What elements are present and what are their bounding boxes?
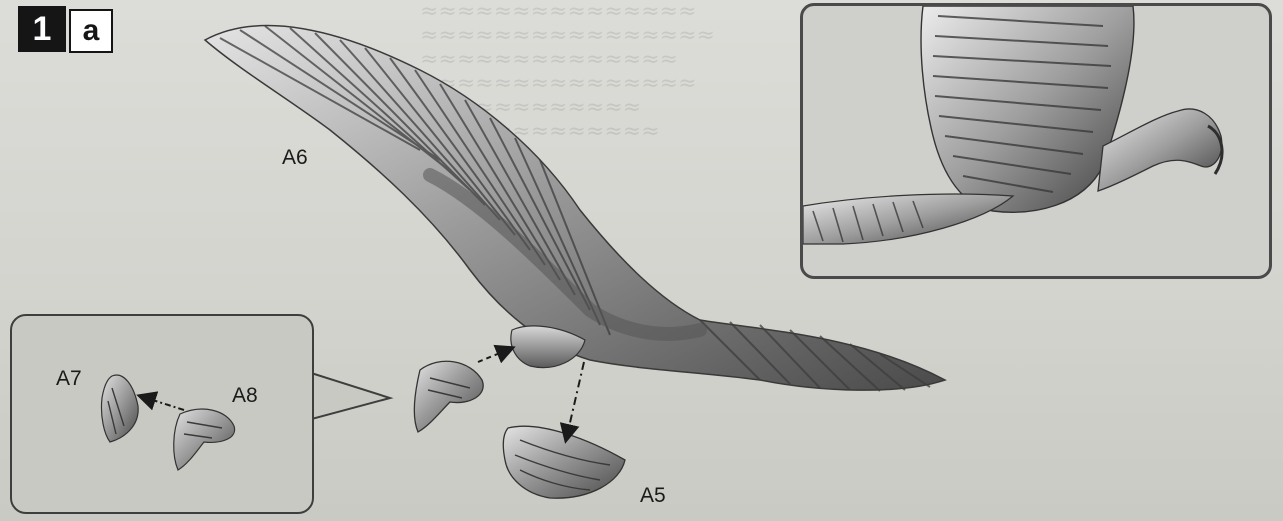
detail-callout-box [10, 314, 314, 514]
head-part-a8 [414, 361, 483, 432]
arrow-a8-to-a7 [140, 396, 184, 410]
beak-part-a7 [101, 375, 138, 442]
inset-illustration [803, 6, 1269, 276]
step-letter: a [69, 9, 113, 53]
label-a5: A5 [640, 484, 666, 508]
reference-inset [800, 3, 1272, 279]
step-badge: 1 a [18, 6, 113, 52]
arrow-body-to-a5 [566, 362, 584, 440]
label-a6: A6 [282, 146, 308, 170]
callout-pointer [308, 372, 390, 420]
label-a8: A8 [232, 384, 258, 408]
arrow-head-to-body [478, 348, 512, 362]
body-part-a5 [503, 426, 625, 498]
label-a7: A7 [56, 367, 82, 391]
head-part-a8-detail [174, 409, 235, 470]
step-number: 1 [18, 6, 66, 52]
callout-illustration [12, 316, 312, 512]
